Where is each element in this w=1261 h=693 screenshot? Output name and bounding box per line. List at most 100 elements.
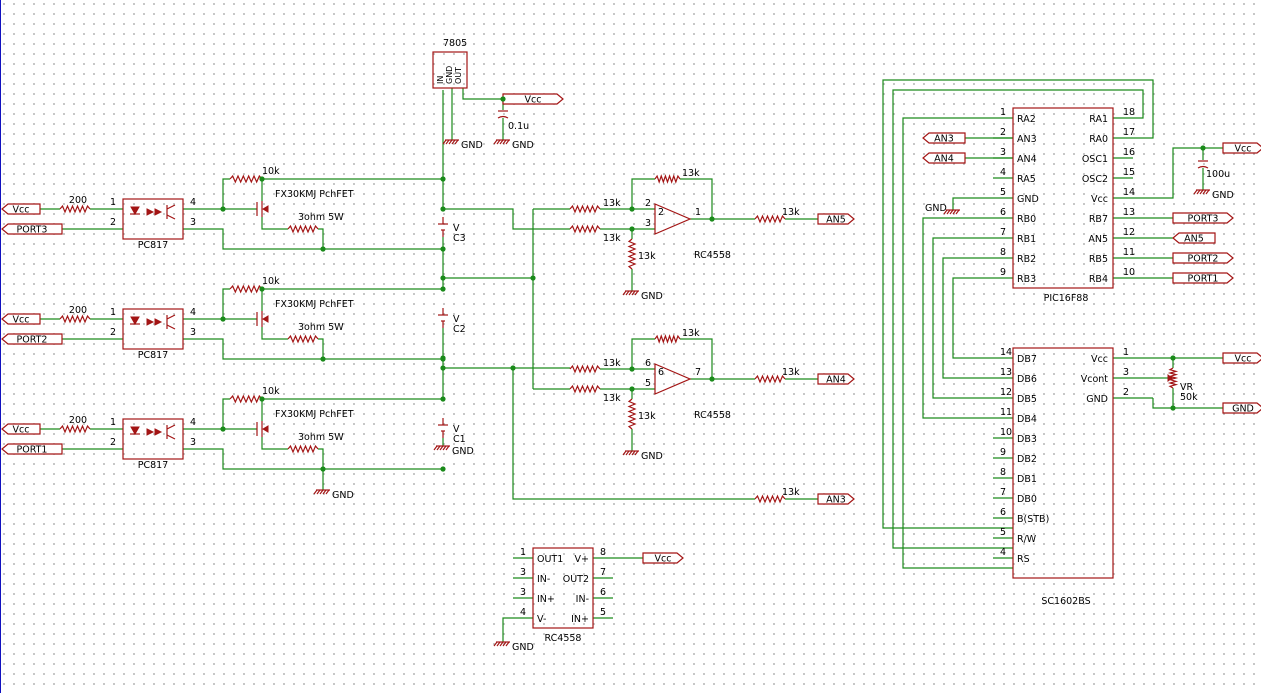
mcu-pin-name: Vcc [1091, 194, 1108, 205]
r-13k-in [569, 224, 601, 234]
r-value: 13k [603, 393, 621, 404]
gnd-label: GND [925, 203, 947, 214]
gnd-label: GND [641, 451, 663, 462]
part-line [166, 424, 176, 430]
part-line [166, 324, 176, 330]
regulator-7805 [432, 51, 468, 89]
vr-50k [1167, 367, 1179, 389]
wire [222, 398, 230, 429]
ground-hatch [634, 450, 639, 456]
pin-num: 10 [1123, 267, 1135, 278]
r-value: 13k [682, 328, 700, 339]
r-value: 13k [782, 367, 800, 378]
cap-0.1u-plate [497, 115, 509, 119]
r-200 [59, 314, 91, 324]
ground-hatch [1202, 189, 1207, 195]
ground-hatch [499, 641, 504, 647]
pin-num: 7 [600, 567, 606, 578]
junction-dot [1170, 405, 1176, 411]
ground-hatch [493, 139, 498, 145]
ground-hatch [325, 489, 330, 495]
vcc-tag [502, 93, 564, 105]
vcc-tag-text: Vcc [655, 554, 672, 565]
wire [952, 197, 993, 210]
vcc-tag-text: Vcc [1235, 354, 1252, 365]
battery-v-label: V [453, 223, 460, 234]
lcd-pin-name: DB3 [1017, 434, 1037, 445]
mcu-pin-name: AN3 [1017, 134, 1037, 145]
ground-hatch [433, 445, 438, 451]
r-value: 3ohm 5W [298, 322, 344, 333]
pin-num: 1 [1000, 107, 1006, 118]
pin-num: 2 [658, 207, 664, 218]
pin-num: 6 [1000, 507, 1006, 518]
ground-hatch [502, 641, 507, 647]
pin-num: 1 [695, 207, 701, 218]
ground-hatch [445, 445, 450, 451]
r-13k-out [754, 214, 786, 224]
junction-dot [440, 176, 446, 182]
vcc-tag-text: Vcc [13, 425, 30, 436]
fet-type-label: FX30KMJ PchFET [275, 299, 354, 310]
ground-hatch [319, 489, 324, 495]
an-tag-text: AN5 [826, 215, 846, 226]
port-tag-text: PORT1 [17, 445, 48, 456]
pin-num: 1 [110, 197, 116, 208]
r-13k-fb [654, 334, 681, 344]
pin-num: 12 [1000, 387, 1012, 398]
pin-num: 4 [190, 197, 196, 208]
lcd-pin-name: RS [1017, 554, 1030, 565]
lcd-pin-name: DB4 [1017, 414, 1037, 425]
mcu-pin-name: RA0 [1089, 134, 1108, 145]
ground-hatch [448, 139, 453, 145]
lcd-box [1012, 347, 1114, 579]
mcu-pin-name: OSC2 [1082, 174, 1108, 185]
pin-num: 6 [645, 358, 651, 369]
an3-tag [817, 493, 855, 505]
ground-hatch [451, 139, 456, 145]
pin-num: 1 [110, 417, 116, 428]
port3-tag-text: PORT3 [1188, 214, 1219, 225]
wire [222, 178, 230, 209]
junction-dot [440, 286, 446, 292]
ground-hatch [445, 139, 450, 145]
lcd-pin-name: DB6 [1017, 374, 1037, 385]
port-tag-text: PORT2 [17, 335, 48, 346]
wire [922, 217, 993, 419]
gnd-tag [1222, 402, 1261, 414]
wire [631, 338, 655, 369]
port1-tag [1172, 272, 1234, 284]
mcu-pin-name: RA1 [1089, 114, 1108, 125]
pin-num: 4 [1000, 547, 1006, 558]
r-value: 3ohm 5W [298, 432, 344, 443]
lcd-pin-name: Vcc [1091, 354, 1108, 365]
junction-dot [220, 426, 226, 432]
mcu-pin-name: RB5 [1089, 254, 1108, 265]
pin-name: IN+ [571, 614, 589, 625]
an-tag [817, 213, 855, 225]
gnd-label: GND [641, 291, 663, 302]
r-value: 13k [603, 358, 621, 369]
vcc-tag [1222, 142, 1261, 154]
lcd-pin-name: DB0 [1017, 494, 1037, 505]
mcu-pin-name: RB1 [1017, 234, 1036, 245]
pin-name: IN- [537, 574, 550, 585]
pin-name: IN- [576, 594, 589, 605]
light-arrow-icon [146, 318, 155, 326]
ground-hatch [439, 445, 444, 451]
wire [680, 338, 713, 380]
wire [631, 178, 655, 209]
wire [942, 257, 993, 379]
ground-hatch [322, 489, 327, 495]
wire [261, 217, 288, 230]
ground-hatch [622, 450, 627, 456]
junction-dot [629, 226, 635, 232]
gnd-label: GND [512, 642, 534, 653]
port-tag [1, 333, 63, 345]
r-value: 10k [262, 276, 280, 287]
ground-hatch [1205, 189, 1210, 195]
wire [882, 79, 1154, 529]
vcc-tag [1222, 352, 1261, 364]
r-value: 3ohm 5W [298, 212, 344, 223]
junction-dot [510, 365, 516, 371]
